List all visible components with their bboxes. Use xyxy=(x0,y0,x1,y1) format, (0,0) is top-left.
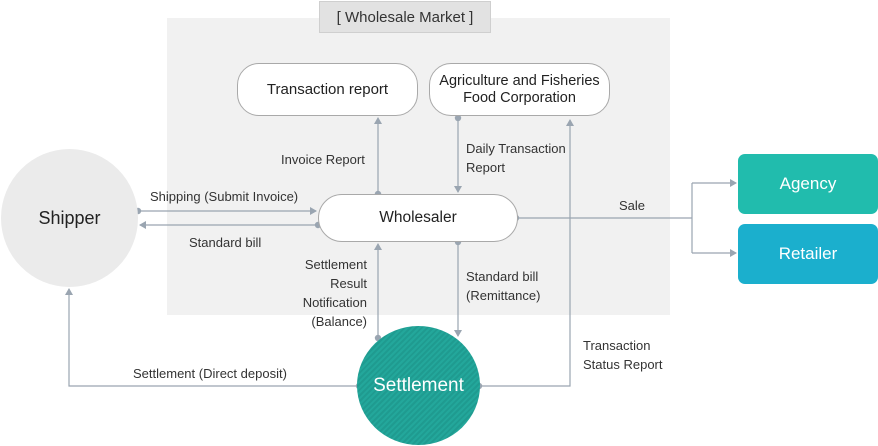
corporation-node: Agriculture and Fisheries Food Corporati… xyxy=(429,63,610,116)
settlement-node: Settlement xyxy=(357,326,480,445)
invoice-report-label: Invoice Report xyxy=(281,152,365,167)
remittance-label: Standard bill (Remittance) xyxy=(466,269,541,303)
corporation-line1: Agriculture and Fisheries xyxy=(439,72,600,89)
shipper-node: Shipper xyxy=(1,149,138,287)
wholesaler-node: Wholesaler xyxy=(318,194,518,242)
standard-bill-label: Standard bill xyxy=(189,235,262,250)
direct-deposit-connector xyxy=(65,288,359,387)
corporation-line2: Food Corporation xyxy=(463,89,576,106)
wholesale-market-title: [ Wholesale Market ] xyxy=(319,1,491,33)
shipping-label: Shipping (Submit Invoice) xyxy=(150,189,299,204)
settlement-result-label: Settlement Result Notification (Balance) xyxy=(302,257,367,329)
status-report-label: Transaction Status Report xyxy=(583,338,663,372)
retailer-node: Retailer xyxy=(738,224,878,284)
status-report-connector xyxy=(479,119,574,387)
daily-report-label: Daily Transaction Report xyxy=(466,141,566,175)
agency-node: Agency xyxy=(738,154,878,214)
sale-label: Sale xyxy=(619,198,646,213)
direct-deposit-label: Settlement (Direct deposit) xyxy=(133,366,287,381)
transaction-report-node: Transaction report xyxy=(237,63,418,116)
